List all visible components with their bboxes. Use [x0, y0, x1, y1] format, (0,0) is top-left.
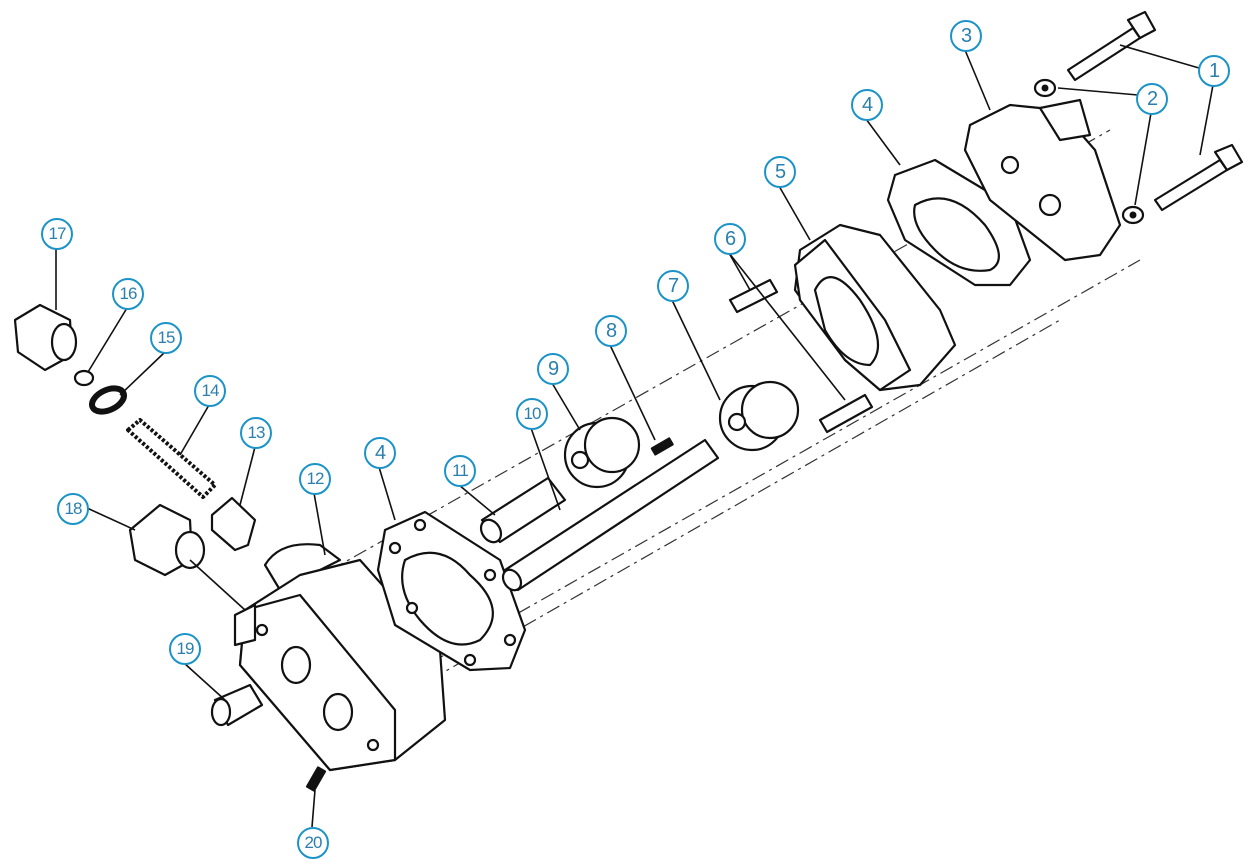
relief-spring	[126, 418, 217, 499]
callout-20: 20	[297, 827, 329, 859]
callout-10: 10	[516, 398, 548, 430]
callout-16: 16	[112, 278, 144, 310]
callout-3: 3	[950, 20, 982, 52]
gasket-upper	[886, 158, 1032, 287]
callout-6: 6	[714, 223, 746, 255]
callout-17: 17	[41, 218, 73, 250]
dowel-pins	[728, 278, 874, 434]
fitting-nut	[128, 503, 206, 577]
callout-8: 8	[595, 315, 627, 347]
callout-12: 12	[299, 463, 331, 495]
bushing	[479, 476, 567, 544]
relief-plunger	[210, 496, 257, 552]
idler-gear	[563, 416, 641, 489]
o-ring	[73, 369, 95, 387]
roll-pin	[305, 766, 327, 792]
drive-gear	[718, 380, 800, 452]
callout-13: 13	[240, 417, 272, 449]
bolts	[1066, 10, 1244, 212]
woodruff-key	[650, 437, 674, 456]
callout-7: 7	[657, 270, 689, 302]
leader-lines	[55, 44, 1214, 828]
callout-5: 5	[764, 156, 796, 188]
callout-4: 4	[851, 89, 883, 121]
sealing-washer	[89, 385, 127, 415]
drive-shaft	[501, 438, 720, 592]
callout-2: 2	[1136, 83, 1168, 115]
callout-9: 9	[537, 353, 569, 385]
callout-15: 15	[150, 322, 182, 354]
lock-washers	[1033, 78, 1145, 225]
relief-valve-plug	[13, 303, 78, 372]
plug	[210, 683, 264, 727]
callout-11: 11	[444, 455, 476, 487]
gear-body	[793, 223, 957, 392]
pump-cover	[963, 98, 1122, 262]
callout-4: 4	[364, 437, 396, 469]
callout-1: 1	[1198, 55, 1230, 87]
gasket-lower	[376, 510, 527, 672]
callout-18: 18	[57, 493, 89, 525]
callout-19: 19	[169, 633, 201, 665]
callout-14: 14	[194, 375, 226, 407]
